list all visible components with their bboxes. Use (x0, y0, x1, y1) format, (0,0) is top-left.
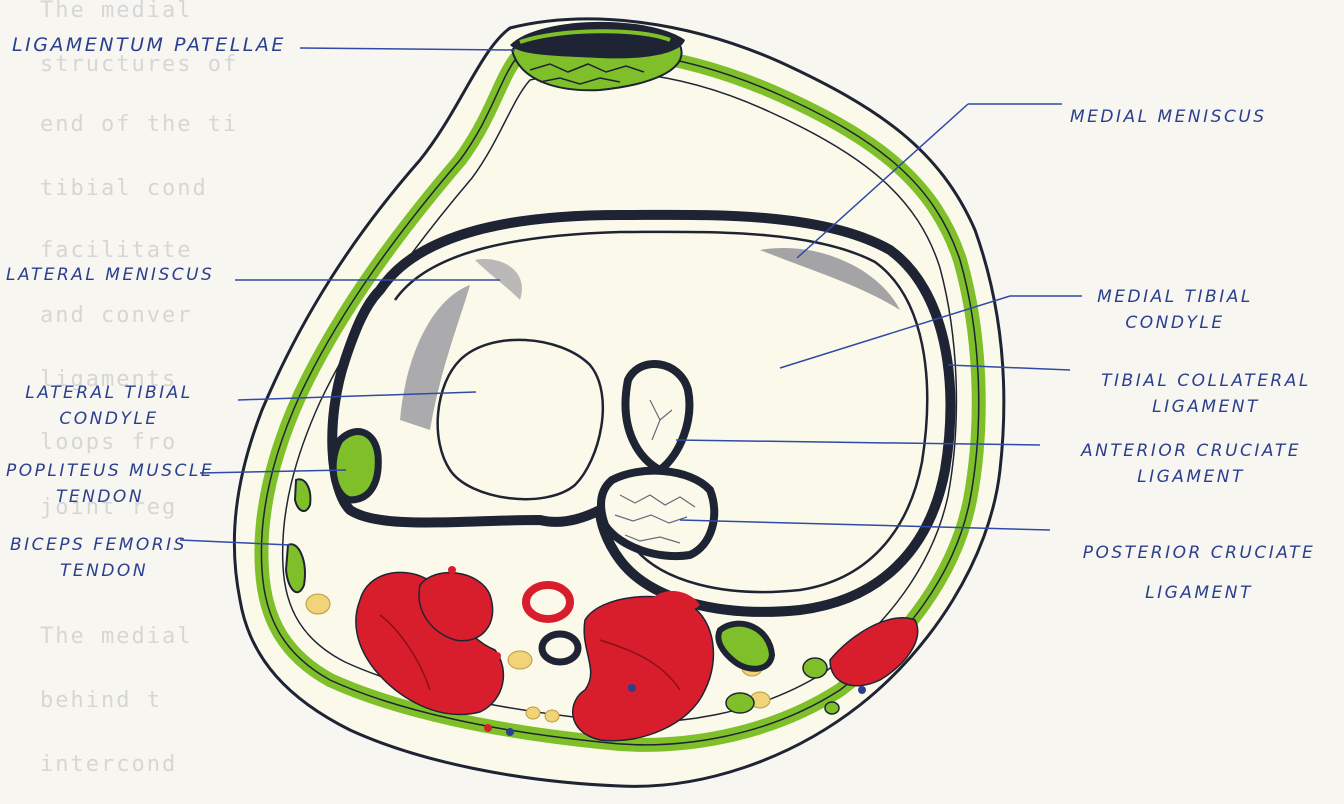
label-posterior-cruciate-ligament: POSTERIOR CRUCIATE LIGAMENT (1060, 540, 1338, 606)
label-ligamentum-patellae: LIGAMENTUM PATELLAE (12, 32, 286, 58)
label-lateral-tibial-condyle: LATERAL TIBIAL CONDYLE (4, 380, 214, 432)
label-line: TIBIAL COLLATERAL (1074, 368, 1338, 394)
popliteus-tendon (333, 432, 378, 500)
label-biceps-femoris-tendon: BICEPS FEMORIS TENDON (10, 532, 187, 584)
label-line: BICEPS FEMORIS (10, 532, 187, 558)
label-line: ANTERIOR CRUCIATE (1046, 438, 1336, 464)
label-line: LATERAL TIBIAL (4, 380, 214, 406)
label-line: MEDIAL TIBIAL (1090, 284, 1260, 310)
label-line: CONDYLE (4, 406, 214, 432)
label-line: LIGAMENT (1060, 580, 1338, 606)
label-lateral-meniscus: LATERAL MENISCUS (6, 262, 214, 288)
label-line: POPLITEUS MUSCLE (6, 458, 214, 484)
label-line: LIGAMENT (1046, 464, 1336, 490)
label-popliteus-muscle-tendon: POPLITEUS MUSCLE TENDON (6, 458, 214, 510)
label-medial-meniscus: MEDIAL MENISCUS (1070, 104, 1267, 130)
label-line: TENDON (10, 558, 187, 584)
label-line: LIGAMENT (1074, 394, 1338, 420)
label-anterior-cruciate-ligament: ANTERIOR CRUCIATE LIGAMENT (1046, 438, 1336, 490)
label-medial-tibial-condyle: MEDIAL TIBIAL CONDYLE (1090, 284, 1260, 336)
label-line: CONDYLE (1090, 310, 1260, 336)
label-line: POSTERIOR CRUCIATE (1060, 540, 1338, 566)
label-tibial-collateral-ligament: TIBIAL COLLATERAL LIGAMENT (1074, 368, 1338, 420)
label-line: TENDON (6, 484, 214, 510)
